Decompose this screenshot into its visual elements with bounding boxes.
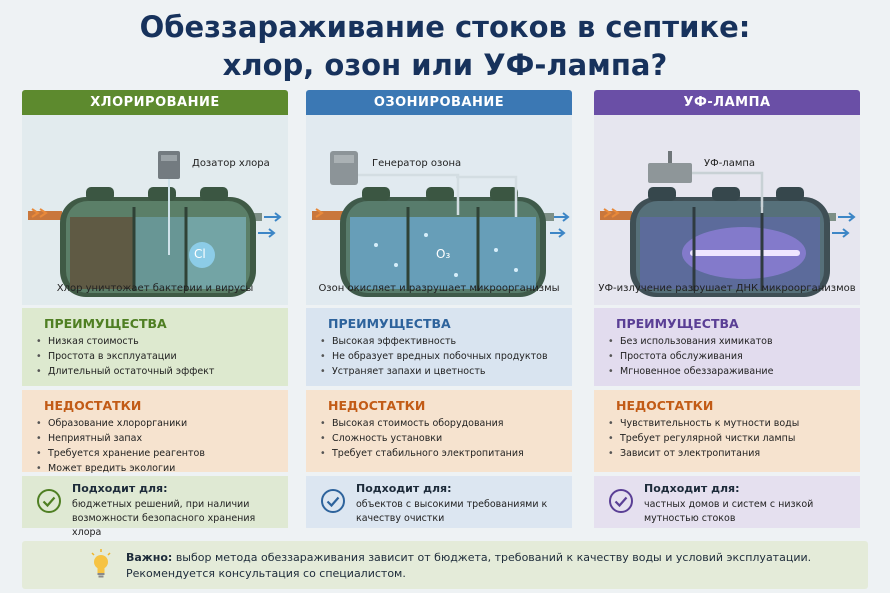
list-item: Длительный остаточный эффект [36, 364, 288, 379]
list-item: Высокая эффективность [320, 334, 572, 349]
list-item: Без использования химикатов [608, 334, 860, 349]
septic-tank-illustration: УФ-лампа [594, 115, 860, 305]
suitable-for-text: объектов с высокими требованиями к качес… [356, 499, 548, 524]
septic-tank-uv-icon [600, 151, 856, 297]
list-item: Требует стабильного электропитания [320, 446, 572, 461]
column-header: ОЗОНИРОВАНИЕ [306, 90, 572, 115]
lightbulb-icon [91, 549, 111, 578]
list-item: Требуется хранение реагентов [36, 446, 288, 461]
illustration-caption: Хлор уничтожает бактерии и вирусы [56, 283, 254, 294]
list-item: Зависит от электропитания [608, 446, 860, 461]
check-circle-icon [37, 489, 61, 513]
note-line-1: Важно: выбор метода обеззараживания зави… [126, 550, 811, 566]
suitable-for-section: Подходит для: бюджетных решений, при нал… [22, 476, 288, 538]
list-item: Мгновенное обеззараживание [608, 364, 860, 379]
list-item: Высокая стоимость оборудования [320, 416, 572, 431]
suitable-for-text: частных домов и систем с низкой мутность… [644, 499, 814, 524]
cons-section: НЕДОСТАТКИ Чувствительность к мутности в… [594, 390, 860, 472]
column-chlorination: ХЛОРИРОВАНИЕ До [22, 90, 288, 538]
pros-title: ПРЕИМУЩЕСТВА [44, 316, 167, 331]
important-note: Важно: выбор метода обеззараживания зави… [22, 541, 868, 589]
cons-title: НЕДОСТАТКИ [44, 398, 142, 413]
cons-title: НЕДОСТАТКИ [616, 398, 714, 413]
suitable-for-title: Подходит для: [644, 482, 740, 495]
device-label: УФ-лампа [704, 158, 756, 169]
list-item: Низкая стоимость [36, 334, 288, 349]
pros-section: ПРЕИМУЩЕСТВА Низкая стоимость Простота в… [22, 308, 288, 386]
illustration-caption: Озон окисляет и разрушает микроорганизмы [318, 283, 560, 294]
list-item: Может вредить экологии [36, 461, 288, 476]
list-item: Образование хлорорганики [36, 416, 288, 431]
septic-tank-chlorine-icon [28, 151, 282, 297]
device-label: Генератор озона [372, 158, 462, 169]
list-item: Устраняет запахи и цветность [320, 364, 572, 379]
device-label: Дозатор хлора [192, 158, 270, 169]
note-line-1-text: выбор метода обеззараживания зависит от … [175, 551, 812, 564]
list-item: Требует регулярной чистки лампы [608, 431, 860, 446]
tank-symbol: Cl [194, 247, 206, 261]
septic-tank-ozone-icon [312, 151, 570, 297]
check-circle-icon [609, 489, 633, 513]
title-line-1: Обеззараживание стоков в септике: [139, 10, 751, 44]
pros-title: ПРЕИМУЩЕСТВА [616, 316, 739, 331]
pros-section: ПРЕИМУЩЕСТВА Высокая эффективность Не об… [306, 308, 572, 386]
suitable-for-text: бюджетных решений, при наличии возможнос… [72, 499, 256, 538]
list-item: Сложность установки [320, 431, 572, 446]
septic-tank-illustration: Генератор озона O₃ [306, 115, 572, 305]
suitable-for-section: Подходит для: частных домов и систем с н… [594, 476, 860, 528]
pros-title: ПРЕИМУЩЕСТВА [328, 316, 451, 331]
tank-symbol: O₃ [436, 247, 451, 261]
cons-section: НЕДОСТАТКИ Высокая стоимость оборудовани… [306, 390, 572, 472]
suitable-for-title: Подходит для: [356, 482, 452, 495]
list-item: Чувствительность к мутности воды [608, 416, 860, 431]
cons-title: НЕДОСТАТКИ [328, 398, 426, 413]
cons-section: НЕДОСТАТКИ Образование хлорорганики Непр… [22, 390, 288, 476]
pros-section: ПРЕИМУЩЕСТВА Без использования химикатов… [594, 308, 860, 386]
illustration-caption: УФ-излучение разрушает ДНК микроорганизм… [598, 283, 856, 294]
suitable-for-title: Подходит для: [72, 482, 168, 495]
note-text: Важно: выбор метода обеззараживания зави… [126, 550, 811, 582]
note-label: Важно: [126, 551, 173, 564]
column-uv-lamp: УФ-ЛАМПА УФ-лампа УФ-излучение разрушает… [594, 90, 860, 528]
check-circle-icon [321, 489, 345, 513]
list-item: Неприятный запах [36, 431, 288, 446]
suitable-for-section: Подходит для: объектов с высокими требов… [306, 476, 572, 528]
list-item: Не образует вредных побочных продуктов [320, 349, 572, 364]
title-line-2: хлор, озон или УФ-лампа? [222, 48, 668, 82]
septic-tank-illustration: Дозатор хлора Cl [22, 115, 288, 305]
column-header: ХЛОРИРОВАНИЕ [22, 90, 288, 115]
column-ozonation: ОЗОНИРОВАНИЕ Генератор [306, 90, 572, 528]
list-item: Простота в эксплуатации [36, 349, 288, 364]
note-line-2: Рекомендуется консультация со специалист… [126, 567, 406, 580]
column-header: УФ-ЛАМПА [594, 90, 860, 115]
list-item: Простота обслуживания [608, 349, 860, 364]
page-title: Обеззараживание стоков в септике: хлор, … [0, 8, 890, 84]
